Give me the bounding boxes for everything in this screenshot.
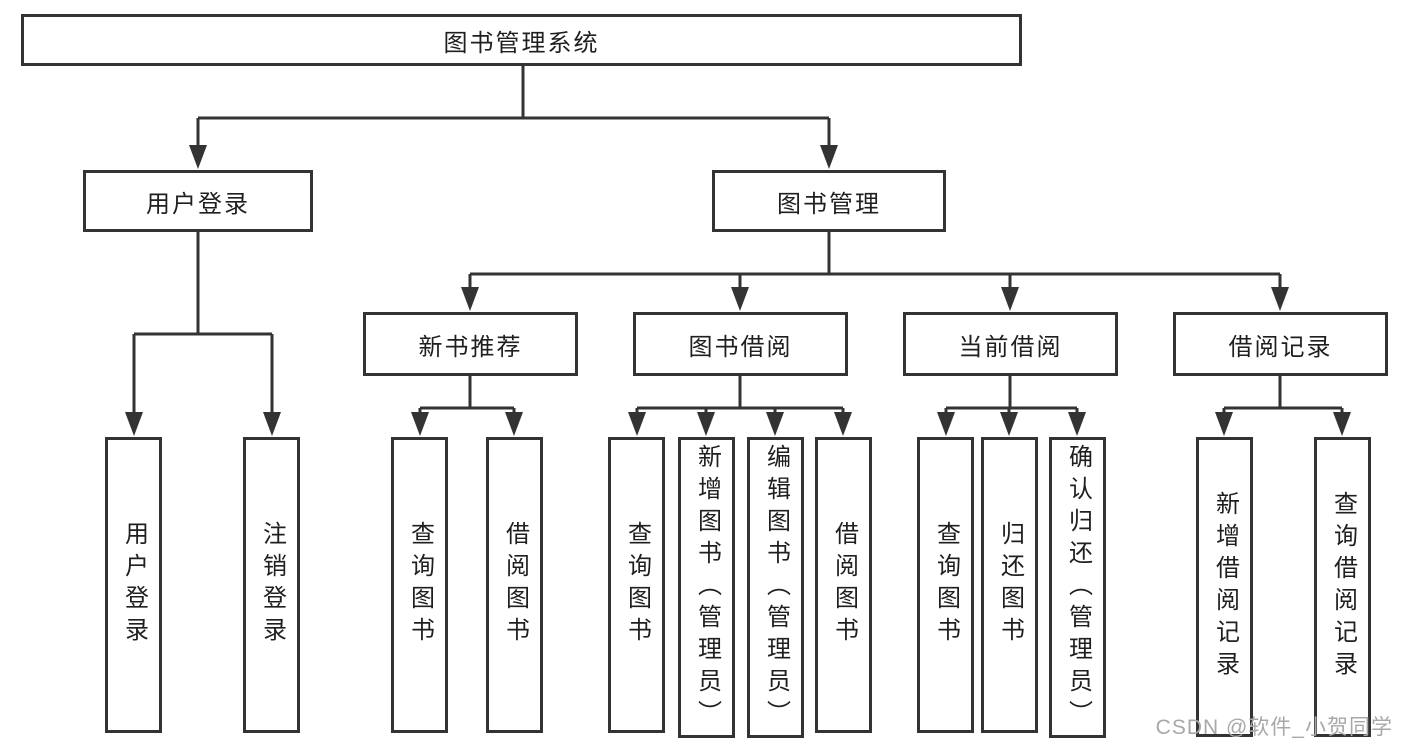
arrowheads-borrow-leaves (628, 412, 852, 436)
leaf-borrow-books: 借阅图书 (815, 437, 872, 733)
leaf-borrow-books-label: 借阅图书 (830, 521, 858, 649)
connector-root-to-level2 (196, 66, 831, 148)
leaf-borrow-books-recommend: 借阅图书 (486, 437, 543, 733)
leaf-query-books-recommend-label: 查询图书 (406, 521, 434, 649)
node-book-management: 图书管理 (712, 170, 946, 232)
connector-login-to-leaves (132, 232, 274, 414)
node-current-borrow: 当前借阅 (903, 312, 1118, 376)
node-user-login-label: 用户登录 (146, 190, 250, 218)
connector-records-leaves (1222, 376, 1344, 414)
leaf-edit-books-admin: 编辑图书（管理员） (747, 437, 804, 738)
leaf-add-books-admin: 新增图书（管理员） (678, 437, 735, 738)
leaf-user-login-label: 用户登录 (120, 521, 148, 649)
leaf-return-books: 归还图书 (981, 437, 1038, 733)
leaf-logout-login-label: 注销登录 (258, 521, 286, 649)
arrowheads-level3 (461, 287, 1289, 311)
arrowheads-current-leaves (937, 412, 1086, 436)
leaf-borrow-books-recommend-label: 借阅图书 (501, 521, 529, 649)
node-user-login: 用户登录 (83, 170, 313, 232)
leaf-add-borrow-record: 新增借阅记录 (1196, 437, 1253, 737)
leaf-user-login: 用户登录 (105, 437, 162, 733)
connector-recommend-leaves (418, 376, 516, 414)
node-library-system: 图书管理系统 (21, 14, 1022, 66)
arrowheads-level2 (189, 145, 838, 169)
node-borrow-records-label: 借阅记录 (1228, 333, 1333, 361)
leaf-query-books-current-label: 查询图书 (932, 521, 960, 649)
node-library-system-label: 图书管理系统 (443, 29, 600, 57)
leaf-add-books-admin-label: 新增图书（管理员） (693, 443, 721, 732)
arrowheads-login-leaves (125, 412, 281, 436)
leaf-query-books-recommend: 查询图书 (391, 437, 448, 733)
node-book-borrow-label: 图书借阅 (688, 333, 793, 361)
connector-current-leaves (944, 376, 1079, 414)
leaf-confirm-return-admin-label: 确认归还（管理员） (1064, 443, 1092, 732)
node-book-borrow: 图书借阅 (633, 312, 848, 376)
leaf-edit-books-admin-label: 编辑图书（管理员） (762, 443, 790, 732)
node-new-book-recommend-label: 新书推荐 (418, 333, 523, 361)
leaf-query-borrow-record: 查询借阅记录 (1314, 437, 1371, 737)
leaf-query-borrow-record-label: 查询借阅记录 (1329, 491, 1357, 683)
node-new-book-recommend: 新书推荐 (363, 312, 578, 376)
leaf-logout-login: 注销登录 (243, 437, 300, 733)
connector-borrow-leaves (635, 376, 845, 414)
node-book-management-label: 图书管理 (777, 190, 881, 218)
leaf-return-books-label: 归还图书 (996, 521, 1024, 649)
arrowheads-records-leaves (1215, 412, 1351, 436)
node-borrow-records: 借阅记录 (1173, 312, 1388, 376)
leaf-confirm-return-admin: 确认归还（管理员） (1049, 437, 1106, 738)
leaf-add-borrow-record-label: 新增借阅记录 (1211, 491, 1239, 683)
csdn-watermark: CSDN @软件_小贺同学 (1155, 716, 1393, 739)
leaf-query-books-borrow-label: 查询图书 (623, 521, 651, 649)
leaf-query-books-borrow: 查询图书 (608, 437, 665, 733)
leaf-query-books-current: 查询图书 (917, 437, 974, 733)
connector-mgmt-to-level3 (468, 232, 1282, 290)
arrowheads-recommend-leaves (411, 412, 523, 436)
node-current-borrow-label: 当前借阅 (958, 333, 1063, 361)
